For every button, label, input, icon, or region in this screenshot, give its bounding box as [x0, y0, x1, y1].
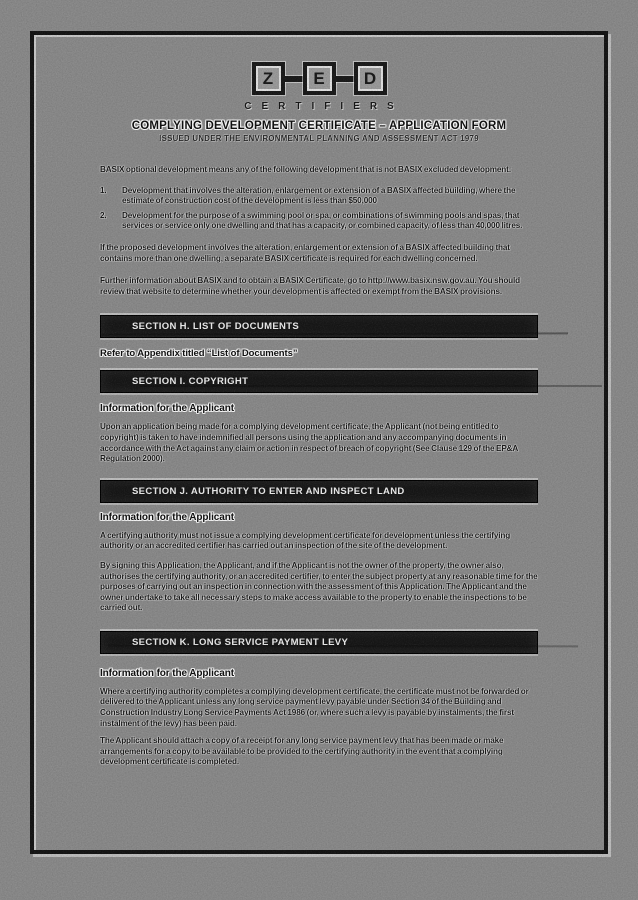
logo-company-name: CERTIFIERS [244, 101, 404, 112]
copyright-paragraph: Upon an application being made for a com… [100, 422, 518, 464]
section-h-header-bar: SECTION H. LIST OF DOCUMENTS [100, 315, 538, 339]
form-title: COMPLYING DEVELOPMENT CERTIFICATE – APPL… [131, 120, 507, 132]
zed-certifiers-logo: Z E D CERTIFIERS [100, 62, 538, 112]
logo-letter-d-box: D [353, 62, 387, 95]
logo-letter-row: Z E D [251, 62, 387, 95]
section-i-header-bar: SECTION I. COPYRIGHT [100, 370, 538, 394]
form-subtitle: ISSUED UNDER THE ENVIRONMENTAL PLANNING … [159, 134, 479, 143]
inspection-requirement-paragraph: A certifying authority must not issue a … [100, 530, 511, 551]
multiple-dwellings-paragraph: If the proposed development involves the… [100, 242, 510, 263]
logo-connector [284, 75, 303, 82]
section-k-header-bar: SECTION K. LONG SERVICE PAYMENT LEVY [100, 630, 538, 654]
section-h-heading: SECTION H. LIST OF DOCUMENTS [132, 321, 300, 333]
section-j-header-bar: SECTION J. AUTHORITY TO ENTER AND INSPEC… [100, 479, 538, 503]
section-k-info-heading: Information for the Applicant [100, 667, 234, 679]
section-i-heading: SECTION I. COPYRIGHT [132, 376, 249, 388]
list-item-text: Development that involves the alteration… [122, 185, 516, 206]
logo-letter-z-box: Z [251, 62, 285, 95]
further-information-paragraph: Further information about BASIX and to o… [100, 276, 521, 296]
section-k-heading: SECTION K. LONG SERVICE PAYMENT LEVY [132, 636, 349, 648]
levy-receipt-paragraph: The Applicant should attach a copy of a … [100, 736, 504, 767]
logo-connector [335, 75, 354, 82]
section-j-heading: SECTION J. AUTHORITY TO ENTER AND INSPEC… [132, 485, 405, 497]
section-j-info-heading: Information for the Applicant [100, 511, 234, 523]
logo-letter-z: Z [262, 68, 274, 88]
list-item-number: 2. [100, 210, 107, 220]
intro-lead-paragraph: BASIX optional development means any of … [100, 165, 512, 174]
basix-optional-list: 1. Development that involves the alterat… [100, 186, 538, 232]
logo-letter-d: D [363, 68, 377, 88]
levy-payment-paragraph: Where a certifying authority completes a… [100, 686, 529, 728]
section-h-body-text: Refer to Appendix titled “List of Docume… [100, 348, 298, 360]
list-item: 1. Development that involves the alterat… [100, 186, 538, 207]
logo-letter-e: E [313, 68, 325, 88]
logo-letter-e-box: E [302, 62, 336, 95]
authority-to-enter-paragraph: By signing this Application, the Applica… [100, 560, 538, 613]
list-item: 2. Development for the purpose of a swim… [100, 211, 538, 232]
page-content: Z E D CERTIFIERS COMPLYING DEVELOPMENT C… [100, 35, 538, 768]
section-i-info-heading: Information for the Applicant [100, 403, 234, 415]
list-item-text: Development for the purpose of a swimmin… [122, 210, 523, 231]
list-item-number: 1. [100, 185, 107, 195]
page-border: Z E D CERTIFIERS COMPLYING DEVELOPMENT C… [30, 31, 608, 854]
